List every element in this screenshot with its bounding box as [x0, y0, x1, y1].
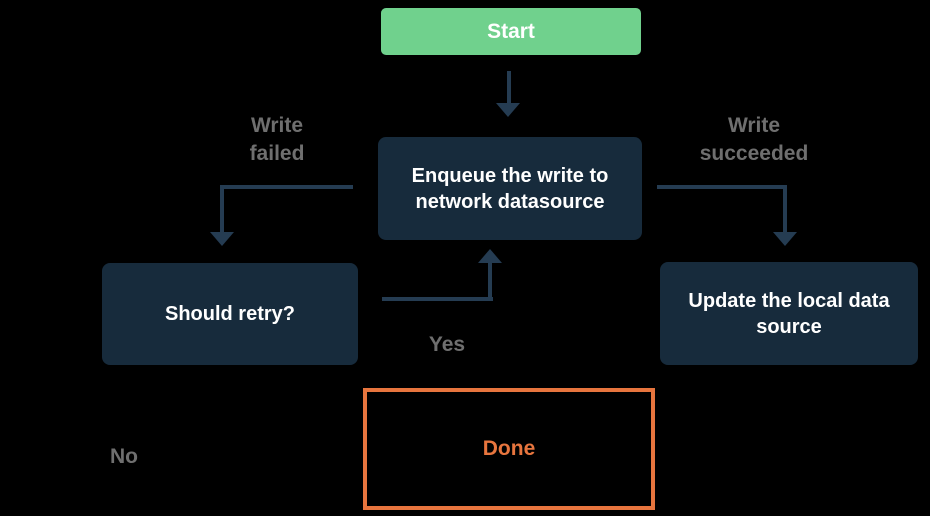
edge-label-write-succeeded: Write succeeded [699, 114, 809, 165]
update-local-node-label: Update the local data source [688, 289, 890, 338]
arrow-down-icon [210, 232, 234, 246]
enqueue-node-label: Enqueue the write to network datasource [411, 164, 609, 213]
edge-label-no: No [110, 445, 138, 468]
enqueue-node: Enqueue the write to network datasource [378, 137, 642, 240]
edge-write-succeeded-horizontal-line [657, 185, 787, 189]
edge-yes-horizontal-line [382, 297, 493, 301]
arrow-down-icon [773, 232, 797, 246]
should-retry-node-label: Should retry? [164, 303, 295, 325]
edge-label-yes: Yes [428, 333, 466, 356]
edge-label-write-failed: Write failed [249, 114, 305, 165]
edge-write-failed-vertical-line [220, 185, 224, 233]
edge-yes-vertical-line [488, 263, 492, 301]
edge-write-failed-horizontal-line [220, 185, 353, 189]
start-node-label: Start [487, 19, 535, 43]
done-node: Done [363, 388, 655, 510]
update-local-node: Update the local data source [660, 262, 918, 365]
done-node-label: Done [482, 437, 536, 460]
edge-start-to-enqueue-line [507, 71, 511, 104]
edge-write-succeeded-vertical-line [783, 185, 787, 233]
arrow-down-icon [496, 103, 520, 117]
start-node: Start [381, 8, 641, 55]
arrow-up-icon [478, 249, 502, 263]
should-retry-node: Should retry? [102, 263, 358, 365]
